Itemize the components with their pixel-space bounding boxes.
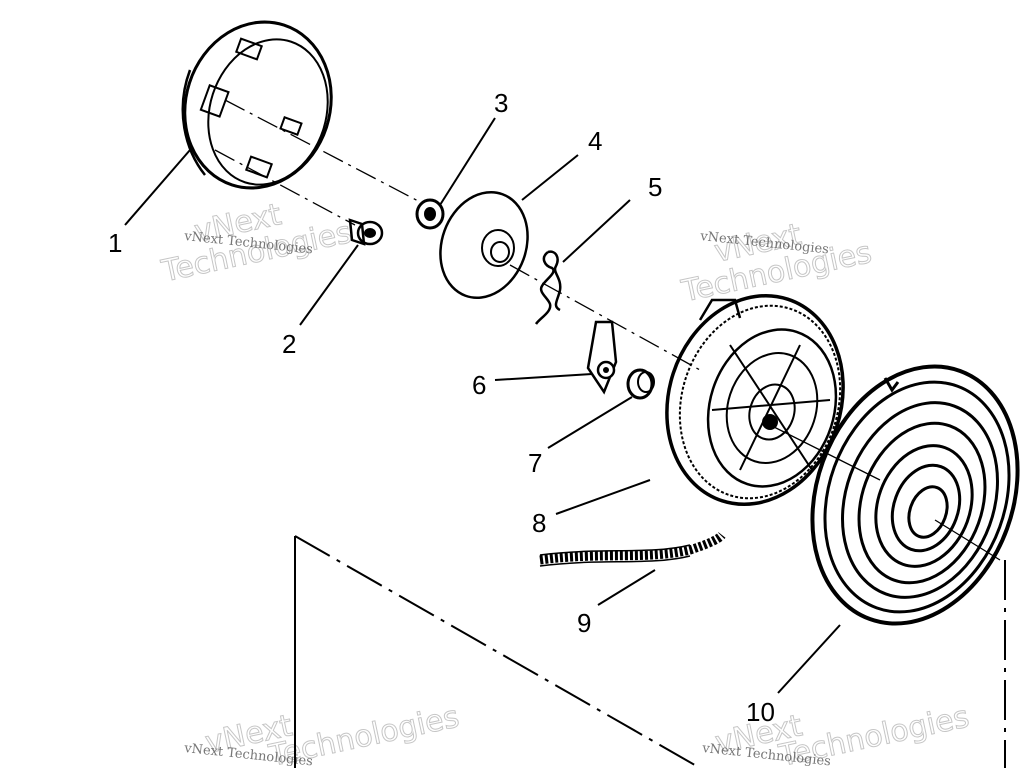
part-7-spring [626, 368, 655, 400]
part-6-pawl [586, 320, 618, 395]
callout-5: 5 [648, 172, 662, 202]
leader-line-3 [439, 117, 496, 206]
part-10-recoil-spring [810, 364, 1020, 626]
callout-1: 1 [108, 228, 122, 258]
part-9-rope [539, 531, 726, 565]
axis-line [214, 149, 356, 226]
leader-line-4 [521, 154, 579, 201]
part-2-bolt [348, 218, 384, 246]
axis-line [934, 519, 1001, 561]
leader-line-7 [547, 396, 633, 449]
leader-line-9 [597, 569, 656, 606]
housing-outline [294, 535, 701, 768]
axis-line [224, 99, 446, 216]
axis-line [509, 264, 701, 371]
leader-line-10 [777, 624, 841, 694]
callout-2: 2 [282, 329, 296, 359]
watermark-top-right: vNext Technologies [677, 217, 875, 310]
callout-7: 7 [528, 448, 542, 478]
callout-6: 6 [472, 370, 486, 400]
leader-line-6 [494, 373, 593, 381]
callout-9: 9 [577, 608, 591, 638]
leader-line-2 [299, 244, 359, 326]
part-5-clip [534, 250, 562, 325]
part-8-reel [665, 293, 845, 507]
callout-8: 8 [532, 508, 546, 538]
leader-line-5 [562, 199, 631, 263]
part-4-disc [439, 191, 529, 299]
callout-10: 10 [746, 697, 775, 727]
leader-line-1 [124, 149, 191, 226]
part-1-cup [181, 20, 333, 190]
leader-line-8 [555, 479, 651, 515]
callout-4: 4 [588, 126, 602, 156]
part-3-nut [415, 198, 445, 230]
callout-3: 3 [494, 88, 508, 118]
